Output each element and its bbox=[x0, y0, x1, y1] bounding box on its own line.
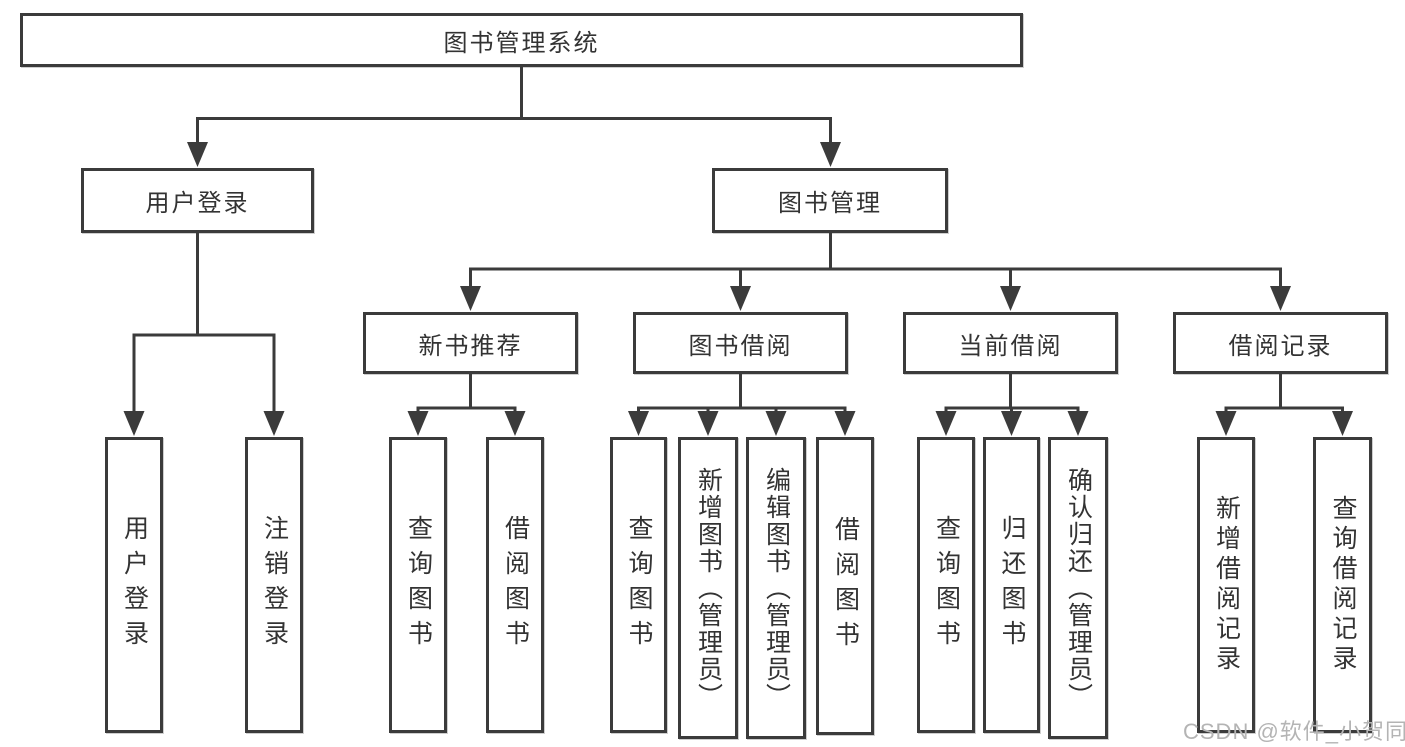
arrowhead-down-icon bbox=[1270, 286, 1291, 311]
node-label: 借阅图书 bbox=[501, 515, 530, 655]
leaf-borrow-books: 借阅图书 bbox=[816, 437, 874, 735]
leaf-add-books-admin: 新增图书（管理员） bbox=[678, 437, 738, 739]
node-label: 编辑图书（管理员） bbox=[762, 466, 791, 710]
arrowhead-down-icon bbox=[820, 142, 841, 167]
arrowhead-down-icon bbox=[628, 411, 649, 436]
arrowhead-down-icon bbox=[765, 411, 787, 436]
arrowhead-down-icon bbox=[935, 411, 957, 436]
node-label: 新书推荐 bbox=[418, 332, 523, 360]
leaf-borrow-books-recommend: 借阅图书 bbox=[486, 437, 544, 733]
arrowhead-down-icon bbox=[407, 411, 429, 436]
node-label: 查询图书 bbox=[404, 515, 433, 655]
arrowhead-down-icon bbox=[1001, 411, 1022, 436]
arrowhead-down-icon bbox=[834, 411, 856, 436]
leaf-confirm-return-admin: 确认归还（管理员） bbox=[1048, 437, 1108, 739]
arrowhead-down-icon bbox=[730, 286, 751, 311]
arrowhead-down-icon bbox=[504, 411, 526, 436]
leaf-query-books-current: 查询图书 bbox=[917, 437, 975, 733]
node-book-management: 图书管理 bbox=[712, 168, 948, 233]
node-label: 归还图书 bbox=[998, 515, 1026, 655]
node-label: 用户登录 bbox=[120, 515, 149, 655]
node-label: 确认归还（管理员） bbox=[1064, 466, 1093, 710]
node-label: 借阅记录 bbox=[1228, 332, 1333, 360]
node-borrowing-records: 借阅记录 bbox=[1173, 312, 1388, 374]
arrowhead-down-icon bbox=[1215, 411, 1237, 436]
leaf-return-books: 归还图书 bbox=[983, 437, 1040, 733]
leaf-edit-books-admin: 编辑图书（管理员） bbox=[746, 437, 806, 739]
node-label: 图书管理 bbox=[778, 190, 882, 217]
leaf-query-books-borrowing: 查询图书 bbox=[610, 437, 667, 733]
node-label: 新增借阅记录 bbox=[1212, 495, 1241, 675]
arrowhead-down-icon bbox=[460, 286, 481, 311]
node-label: 新增图书（管理员） bbox=[694, 466, 723, 710]
node-label: 当前借阅 bbox=[958, 332, 1063, 360]
arrowhead-down-icon bbox=[697, 411, 719, 436]
arrowhead-down-icon bbox=[263, 411, 285, 436]
node-library-management-system: 图书管理系统 bbox=[20, 13, 1023, 67]
watermark: CSDN @软件_小贺同学 bbox=[1183, 719, 1405, 744]
leaf-query-books-recommend: 查询图书 bbox=[389, 437, 447, 733]
leaf-add-borrow-record: 新增借阅记录 bbox=[1197, 437, 1255, 733]
node-book-borrowing: 图书借阅 bbox=[633, 312, 848, 374]
leaf-user-login: 用户登录 bbox=[105, 437, 163, 733]
node-label: 查询图书 bbox=[932, 515, 961, 655]
node-new-book-recommend: 新书推荐 bbox=[363, 312, 578, 374]
arrowhead-down-icon bbox=[123, 411, 145, 436]
arrowhead-down-icon bbox=[1332, 411, 1353, 436]
arrowhead-down-icon bbox=[1000, 286, 1021, 311]
arrowhead-down-icon bbox=[187, 142, 208, 167]
leaf-logout: 注销登录 bbox=[245, 437, 303, 733]
node-current-borrowing: 当前借阅 bbox=[903, 312, 1118, 374]
node-label: 图书管理系统 bbox=[443, 29, 600, 57]
node-label: 查询图书 bbox=[625, 515, 653, 655]
arrowhead-down-icon bbox=[1067, 411, 1089, 436]
leaf-query-borrow-record: 查询借阅记录 bbox=[1313, 437, 1372, 733]
node-label: 注销登录 bbox=[260, 515, 289, 655]
node-label: 借阅图书 bbox=[831, 516, 860, 656]
node-label: 查询借阅记录 bbox=[1329, 495, 1357, 675]
node-label: 图书借阅 bbox=[688, 332, 793, 360]
node-user-login: 用户登录 bbox=[81, 168, 314, 233]
node-label: 用户登录 bbox=[145, 190, 250, 217]
